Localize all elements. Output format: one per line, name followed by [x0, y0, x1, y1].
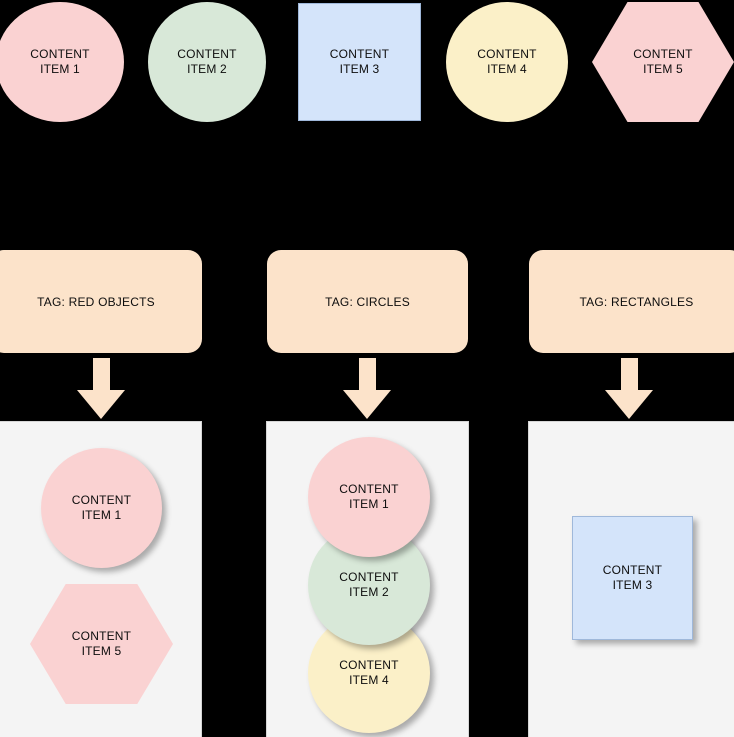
arrow-down-icon-rectangles	[605, 358, 653, 419]
group-panel-rectangles: CONTENT ITEM 3	[528, 421, 734, 737]
content-item-2-shape[interactable]: CONTENT ITEM 2	[148, 2, 266, 122]
content-item-4-label: CONTENT ITEM 4	[477, 47, 537, 76]
content-item-5-label: CONTENT ITEM 5	[633, 47, 693, 76]
group-panel-circles: CONTENT ITEM 1 CONTENT ITEM 2 CONTENT IT…	[266, 421, 469, 737]
arrow-head	[77, 390, 125, 419]
tag-circles-label: TAG: CIRCLES	[325, 294, 410, 309]
arrow-shaft	[93, 358, 110, 392]
content-item-2-label: CONTENT ITEM 2	[177, 47, 237, 76]
group-panel-red-objects: CONTENT ITEM 1 CONTENT ITEM 5	[0, 421, 202, 737]
content-item-3-label: CONTENT ITEM 3	[329, 47, 390, 76]
arrow-down-icon-red-objects	[77, 358, 125, 419]
group-member-label: CONTENT ITEM 4	[339, 658, 399, 687]
tag-rectangles-label: TAG: RECTANGLES	[579, 294, 694, 309]
content-item-1-label: CONTENT ITEM 1	[30, 47, 90, 76]
group-member-label: CONTENT ITEM 1	[71, 493, 132, 522]
group-rectangles-member-content-item-3[interactable]: CONTENT ITEM 3	[572, 516, 693, 640]
content-item-4-shape[interactable]: CONTENT ITEM 4	[446, 2, 568, 122]
arrow-down-icon-circles	[343, 358, 391, 419]
group-member-label: CONTENT ITEM 5	[71, 629, 132, 658]
arrow-head	[605, 390, 653, 419]
content-item-3-shape[interactable]: CONTENT ITEM 3	[298, 3, 421, 121]
arrow-shaft	[621, 358, 638, 392]
tag-circles-box[interactable]: TAG: CIRCLES	[267, 250, 468, 353]
group-circles-member-content-item-1[interactable]: CONTENT ITEM 1	[308, 437, 430, 557]
tag-rectangles-box[interactable]: TAG: RECTANGLES	[529, 250, 734, 353]
content-item-5-shape[interactable]: CONTENT ITEM 5	[592, 2, 734, 122]
arrow-shaft	[359, 358, 376, 392]
group-member-label: CONTENT ITEM 2	[339, 570, 399, 599]
group-member-label: CONTENT ITEM 1	[339, 482, 399, 511]
tag-red-objects-box[interactable]: TAG: RED OBJECTS	[0, 250, 202, 353]
tag-red-objects-label: TAG: RED OBJECTS	[37, 294, 155, 309]
group-red-objects-member-content-item-5[interactable]: CONTENT ITEM 5	[30, 584, 173, 704]
group-red-objects-member-content-item-1[interactable]: CONTENT ITEM 1	[41, 448, 162, 568]
group-member-label: CONTENT ITEM 3	[602, 563, 663, 592]
content-item-1-shape[interactable]: CONTENT ITEM 1	[0, 2, 124, 122]
arrow-head	[343, 390, 391, 419]
